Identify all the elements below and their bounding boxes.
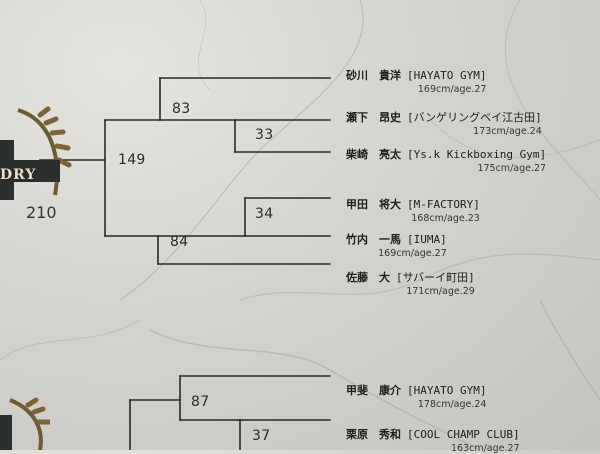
round-score: 34 bbox=[255, 206, 274, 222]
fighter-stats: 168cm/age.23 bbox=[411, 213, 480, 224]
fighter-name: 甲田 将大 bbox=[346, 198, 401, 211]
fighter-entry: 柴崎 亮太 [Ys.k Kickboxing Gym] 175cm/age.27 bbox=[346, 145, 546, 174]
fighter-entry: 甲田 将大 [M-FACTORY] 168cm/age.23 bbox=[346, 195, 480, 224]
fighter-gym: [サバーイ町田] bbox=[396, 271, 475, 284]
round-score: 83 bbox=[172, 101, 191, 117]
fighter-gym: [COOL CHAMP CLUB] bbox=[407, 428, 520, 441]
emblem-text: DRY bbox=[0, 167, 37, 183]
fighter-entry: 瀬下 昂史 [バンゲリングベイ江古田] 173cm/age.24 bbox=[346, 108, 542, 137]
fighter-name: 瀬下 昂史 bbox=[346, 111, 401, 124]
fighter-entry: 甲斐 康介 [HAYATO GYM] 178cm/age.24 bbox=[346, 381, 486, 410]
round-score: 37 bbox=[252, 428, 271, 444]
emblem-score: 210 bbox=[26, 203, 57, 222]
fighter-gym: [バンゲリングベイ江古田] bbox=[407, 111, 542, 124]
fighter-stats: 169cm/age.27 bbox=[417, 84, 487, 95]
fighter-entry: 佐藤 大 [サバーイ町田] 171cm/age.29 bbox=[346, 268, 475, 297]
fighter-stats: 171cm/age.29 bbox=[406, 286, 475, 297]
fighter-name: 竹内 一馬 bbox=[346, 233, 401, 246]
semifinal-score: 149 bbox=[118, 152, 146, 168]
fighter-stats: 178cm/age.24 bbox=[417, 399, 487, 410]
fighter-name: 甲斐 康介 bbox=[346, 384, 401, 397]
fighter-gym: [Ys.k Kickboxing Gym] bbox=[407, 148, 547, 161]
fighter-gym: [HAYATO GYM] bbox=[407, 69, 487, 82]
fighter-gym: [HAYATO GYM] bbox=[407, 384, 487, 397]
fighter-stats: 175cm/age.27 bbox=[477, 163, 547, 174]
round-score: 33 bbox=[255, 127, 274, 143]
fighter-name: 栗原 秀和 bbox=[346, 428, 401, 441]
fighter-gym: [IUMA] bbox=[407, 233, 447, 246]
fighter-name: 佐藤 大 bbox=[346, 271, 390, 284]
round-score: 87 bbox=[191, 394, 210, 410]
fighter-gym: [M-FACTORY] bbox=[407, 198, 480, 211]
laurel-emblem-icon bbox=[0, 106, 72, 200]
fighter-stats: 169cm/age.27 bbox=[378, 248, 447, 259]
fighter-entry: 砂川 貴洋 [HAYATO GYM] 169cm/age.27 bbox=[346, 66, 486, 95]
round-score: 84 bbox=[170, 234, 189, 250]
fighter-entry: 竹内 一馬 [IUMA] 169cm/age.27 bbox=[346, 230, 447, 259]
fighter-stats: 163cm/age.27 bbox=[450, 443, 520, 454]
fighter-name: 柴崎 亮太 bbox=[346, 148, 401, 161]
laurel-emblem-icon-bottom bbox=[0, 397, 50, 450]
fighter-name: 砂川 貴洋 bbox=[346, 69, 401, 82]
fighter-entry: 栗原 秀和 [COOL CHAMP CLUB] 163cm/age.27 bbox=[346, 425, 520, 454]
fighter-stats: 173cm/age.24 bbox=[473, 126, 542, 137]
